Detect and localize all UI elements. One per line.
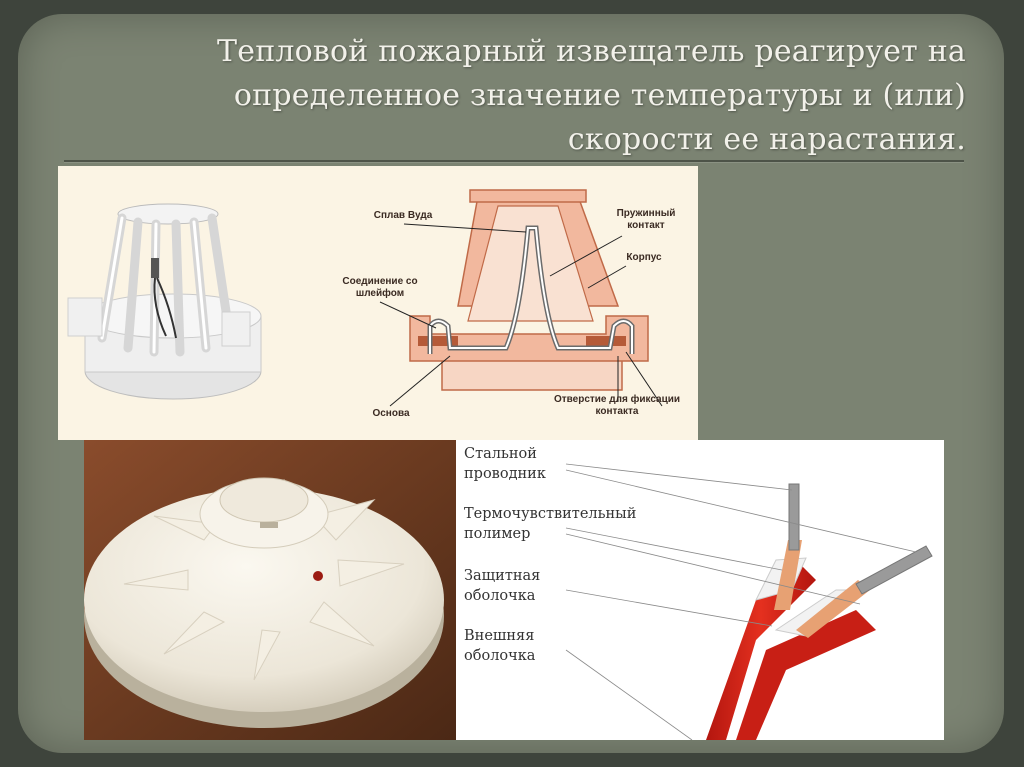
- cross-section-drawing: [379, 189, 663, 407]
- thermo-cable-diagram: Стальной проводник Термочувствительный п…: [456, 440, 944, 740]
- label-woods-alloy: Сплав Вуда: [373, 210, 433, 221]
- label-protective-sheath: Защитная оболочка: [464, 568, 541, 604]
- title-divider: [64, 160, 964, 162]
- label-fixing-hole: Отверстие для фиксации контакта: [553, 394, 681, 417]
- detector-photo-graphics: [84, 440, 456, 740]
- label-outer-sheath: Внешняя оболочка: [464, 628, 536, 664]
- heat-detector-diagram: Сплав Вуда Пружинный контакт Корпус Соед…: [58, 166, 698, 440]
- diagram-graphics: [67, 189, 663, 407]
- label-housing: Корпус: [626, 252, 662, 263]
- label-thermo-polymer: Термочувствительный полимер: [464, 506, 637, 542]
- slide-title: Тепловой пожарный извещатель реагирует н…: [217, 34, 966, 157]
- label-steel-conductor: Стальной проводник: [464, 446, 546, 482]
- label-spring-contact: Пружинный контакт: [616, 208, 676, 231]
- label-loop-connection: Соединение со шлейфом: [342, 276, 418, 299]
- detector-cage-illustration: [67, 203, 262, 400]
- cable-graphics: [565, 463, 933, 740]
- detector-photo: [84, 440, 456, 740]
- label-base: Основа: [372, 408, 410, 419]
